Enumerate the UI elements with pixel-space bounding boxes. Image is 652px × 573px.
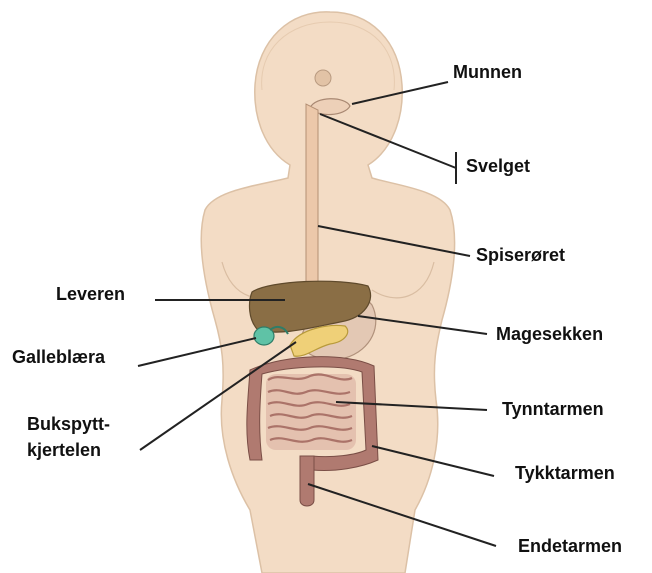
small-intestine-fill [266, 374, 356, 450]
label-magesekken: Magesekken [496, 324, 603, 345]
label-svelget: Svelget [466, 156, 530, 177]
label-leveren: Leveren [56, 284, 125, 305]
rectum [300, 456, 314, 506]
esophagus [306, 104, 318, 300]
label-bukspytt-line2: kjertelen [27, 440, 101, 461]
label-galleblaera: Galleblæra [12, 347, 105, 368]
label-tynntarmen: Tynntarmen [502, 399, 604, 420]
label-munnen: Munnen [453, 62, 522, 83]
label-tykktarmen: Tykktarmen [515, 463, 615, 484]
label-endetarmen: Endetarmen [518, 536, 622, 557]
nasal-cavity [315, 70, 331, 86]
label-spiseroret: Spiserøret [476, 245, 565, 266]
label-bukspytt-line1: Bukspytt- [27, 414, 110, 435]
